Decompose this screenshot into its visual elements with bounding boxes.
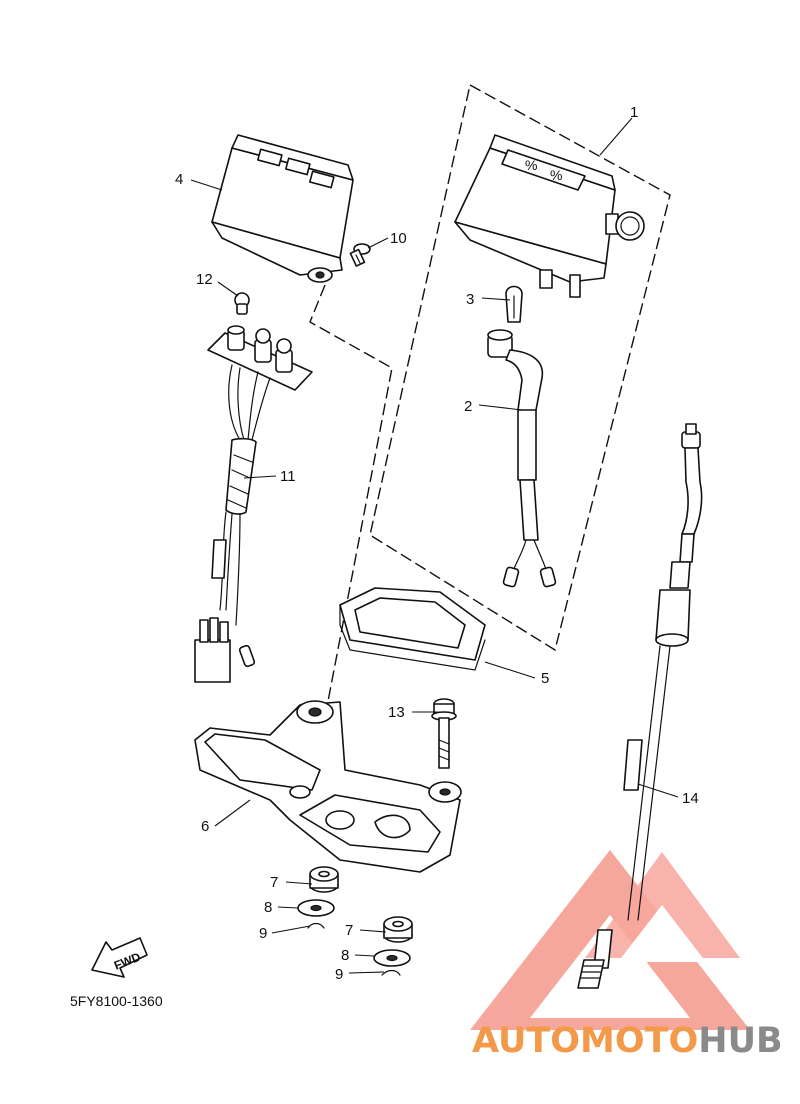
watermark-text-part1: AUTOMOTO <box>472 1021 698 1061</box>
meter-assembly: % % <box>454 134 645 298</box>
callout-7a: 7 <box>270 874 278 891</box>
callout-7b: 7 <box>345 922 353 939</box>
grommet-set-left <box>297 866 339 929</box>
callout-13: 13 <box>388 704 405 721</box>
gasket <box>339 587 486 671</box>
screw <box>349 243 371 267</box>
bulb <box>234 292 250 315</box>
callout-12: 12 <box>196 271 213 288</box>
callout-2: 2 <box>464 398 472 415</box>
svg-text:%: % <box>525 157 537 173</box>
forward-direction-arrow: FWD <box>91 937 148 978</box>
reference-line-meter-stay <box>309 284 393 796</box>
drawing-code: 5FY8100-1360 <box>70 993 163 1009</box>
callout-4: 4 <box>175 171 183 188</box>
meter-stay <box>194 700 462 873</box>
lead-wire-harness <box>194 325 313 683</box>
meter-lead-wire <box>487 329 557 588</box>
callout-3: 3 <box>466 291 474 308</box>
watermark-text-part2: HUB <box>698 1021 782 1061</box>
grommet-set-right <box>373 916 413 976</box>
meter-housing <box>211 134 354 283</box>
callout-10: 10 <box>390 230 407 247</box>
bulb-assembly <box>505 285 523 323</box>
callout-8a: 8 <box>264 899 272 916</box>
watermark-text: AUTOMOTOHUB <box>472 1021 783 1061</box>
callout-6: 6 <box>201 818 209 835</box>
callout-8b: 8 <box>341 947 349 964</box>
callout-1: 1 <box>630 104 638 121</box>
leader-lines <box>190 117 679 974</box>
speedometer-cable <box>577 423 703 989</box>
callout-11: 11 <box>280 468 296 485</box>
callout-9b: 9 <box>335 966 343 983</box>
bolt <box>431 698 457 769</box>
svg-text:%: % <box>550 167 562 183</box>
callout-5: 5 <box>541 670 549 687</box>
callout-14: 14 <box>682 790 699 807</box>
callout-9a: 9 <box>259 925 267 942</box>
assembly-group-outline <box>369 83 671 652</box>
